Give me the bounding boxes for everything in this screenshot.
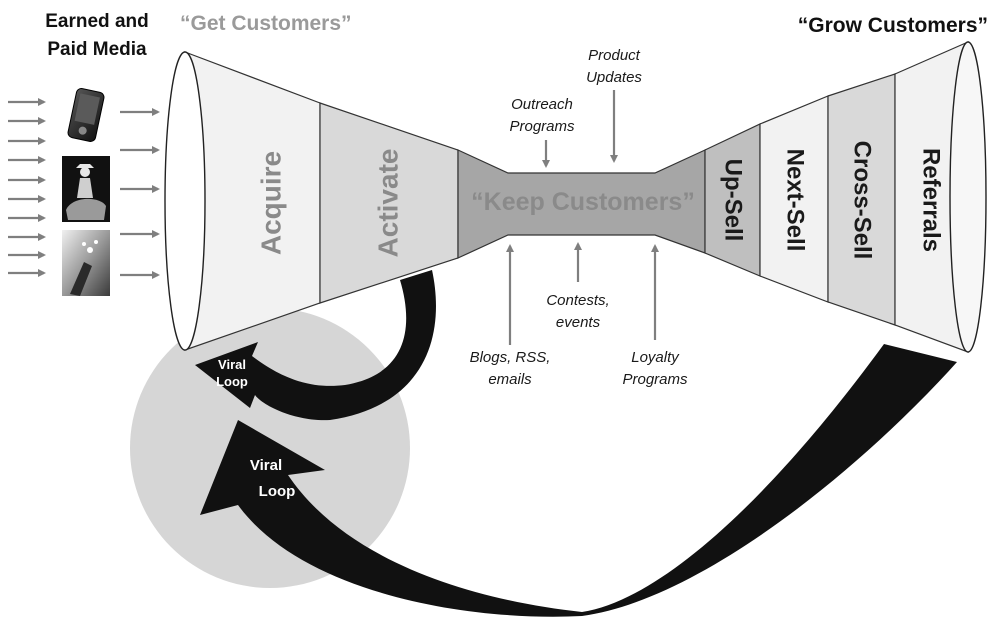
label-activate: Activate xyxy=(372,149,403,258)
small-viral-arrow xyxy=(195,270,436,421)
label-viral-loop-small-line2: Loop xyxy=(216,374,248,389)
label-keep-customers: “Keep Customers” xyxy=(471,188,695,216)
header-media-line1: Earned and xyxy=(45,11,148,32)
label-viral-loop-large-line2: Loop xyxy=(259,483,296,500)
label-contests-line1: Contests, xyxy=(546,292,609,309)
media-to-funnel-arrows xyxy=(120,108,160,279)
label-viral-loop-large-line1: Viral xyxy=(250,457,282,474)
label-blogs-line1: Blogs, RSS, xyxy=(470,349,551,366)
label-product-line2: Updates xyxy=(586,69,642,86)
label-acquire: Acquire xyxy=(255,151,286,255)
label-cross-sell: Cross-Sell xyxy=(849,141,876,260)
label-loyalty-line1: Loyalty xyxy=(631,349,680,366)
label-outreach-line2: Programs xyxy=(509,118,575,135)
label-contests-line2: events xyxy=(556,314,601,331)
large-viral-arrow xyxy=(200,344,957,617)
funnel-mouth-right xyxy=(949,41,987,353)
media-cowboy-image xyxy=(62,156,110,222)
incoming-arrows-left xyxy=(8,98,46,277)
label-loyalty-line2: Programs xyxy=(622,371,688,388)
header-get-customers: “Get Customers” xyxy=(180,12,352,35)
label-referrals: Referrals xyxy=(918,148,945,252)
label-next-sell: Next-Sell xyxy=(782,149,809,252)
media-champagne-image xyxy=(62,230,110,296)
label-product-line1: Product xyxy=(588,47,641,64)
top-input-arrows xyxy=(542,90,618,168)
label-viral-loop-small-line1: Viral xyxy=(218,357,246,372)
header-media-line2: Paid Media xyxy=(47,39,147,60)
bottom-input-arrows xyxy=(506,242,659,345)
funnel-mouth-left xyxy=(164,51,206,351)
header-grow-customers: “Grow Customers” xyxy=(798,14,988,37)
label-outreach-line1: Outreach xyxy=(511,96,573,113)
label-blogs-line2: emails xyxy=(488,371,532,388)
media-phone-image xyxy=(64,88,108,142)
label-up-sell: Up-Sell xyxy=(720,159,747,242)
